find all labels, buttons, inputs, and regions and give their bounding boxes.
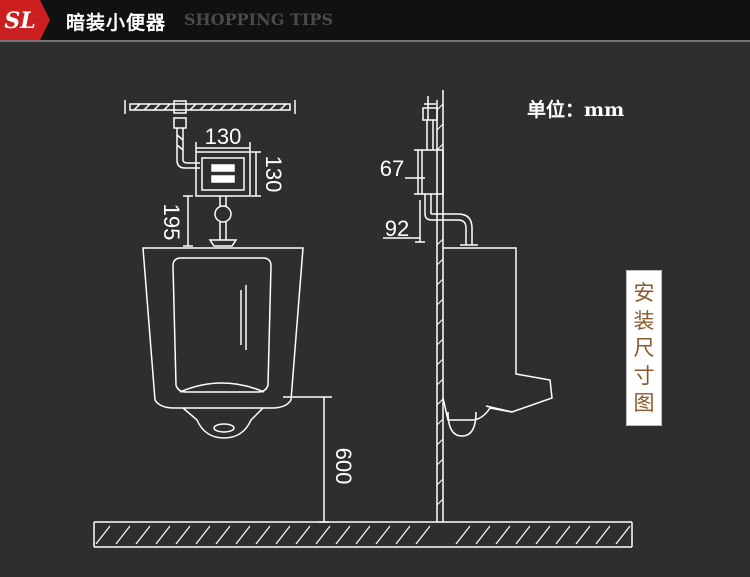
flush-valve-box bbox=[195, 151, 251, 197]
valve-to-urinal-dimension bbox=[183, 195, 193, 247]
header-subtitle: SHOPPING TIPS bbox=[184, 10, 333, 29]
unit-label: 单位：mm bbox=[527, 99, 625, 121]
urinal-front bbox=[142, 247, 304, 439]
wall-section bbox=[436, 90, 444, 522]
valve-to-urinal-label: 195 bbox=[159, 204, 184, 241]
supply-pipe bbox=[124, 100, 296, 129]
side-valve bbox=[421, 96, 478, 246]
side-upper-label: 67 bbox=[380, 156, 404, 181]
valve-height-dimension bbox=[251, 151, 261, 197]
urinal-side bbox=[442, 247, 553, 437]
side-lower-label: 92 bbox=[385, 216, 409, 241]
install-label-char: 图 bbox=[633, 391, 655, 415]
floor bbox=[93, 521, 633, 548]
installation-diagram: 130 130 195 600 67 92 bbox=[93, 90, 633, 548]
floor-height-label: 600 bbox=[331, 448, 356, 485]
install-label-char: 装 bbox=[633, 308, 655, 333]
header-divider bbox=[0, 40, 750, 42]
side-upper-dimension bbox=[405, 149, 425, 195]
floor-height-dimension bbox=[283, 396, 332, 523]
valve-width-dimension bbox=[195, 142, 251, 152]
brand-logo: SL bbox=[0, 0, 50, 40]
install-dimensions-label: 安 装 尺 寸 图 bbox=[626, 270, 662, 426]
header-title: 暗装小便器 bbox=[66, 12, 167, 34]
install-label-char: 安 bbox=[633, 281, 655, 305]
valve-width-label: 130 bbox=[205, 124, 242, 149]
install-label-char: 寸 bbox=[633, 363, 655, 388]
drop-pipe bbox=[176, 128, 200, 169]
install-label-char: 尺 bbox=[633, 336, 655, 360]
logo-text: SL bbox=[4, 8, 35, 34]
side-lower-dimension bbox=[383, 200, 425, 243]
header-bar: SL 暗装小便器 SHOPPING TIPS bbox=[0, 0, 750, 40]
outlet-pipe bbox=[208, 196, 238, 247]
valve-height-label: 130 bbox=[261, 156, 286, 193]
